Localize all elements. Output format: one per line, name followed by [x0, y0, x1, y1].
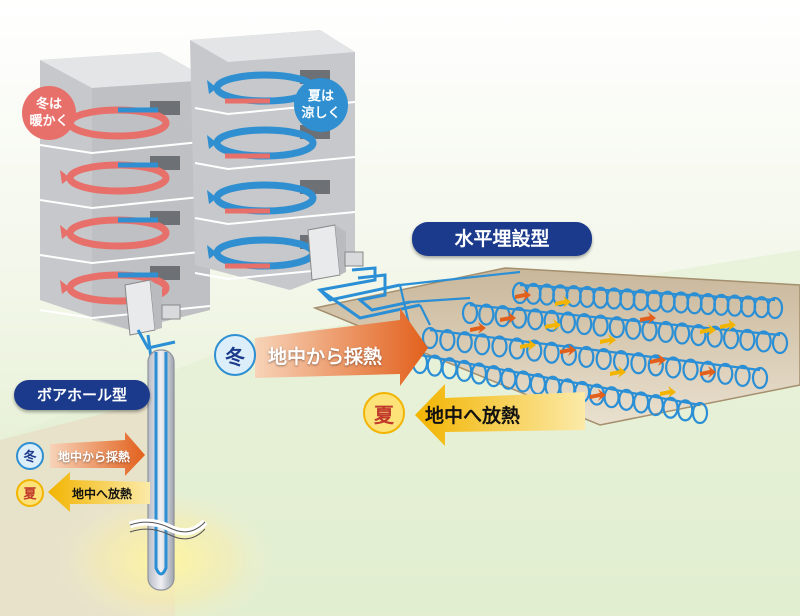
coil-loop	[691, 401, 709, 425]
soil-heat-arrow	[700, 324, 716, 336]
soil-heat-arrow	[520, 339, 536, 351]
coil-loop	[559, 311, 576, 334]
coil-loop	[543, 341, 560, 364]
soil-heat-arrow	[545, 319, 561, 331]
coil-loop	[439, 329, 456, 352]
winter-warm-bubble: 冬は 暖かく	[22, 86, 76, 140]
coil-loop	[527, 308, 544, 331]
summer-bubble-line2: 涼しく	[301, 106, 341, 121]
soil-heat-arrow	[560, 344, 576, 356]
coil-loop	[665, 356, 682, 379]
coil-loop	[630, 352, 647, 375]
borehole-casing	[147, 349, 175, 591]
soil-heat-arrow	[650, 354, 666, 366]
borehole-summer-text: 地中へ放熱	[72, 487, 133, 501]
coil-loop	[526, 339, 543, 362]
coil-loop	[734, 364, 751, 387]
coil-loop	[491, 335, 508, 358]
coil-loop	[682, 358, 699, 381]
coil-loop	[508, 337, 525, 360]
coil-loop	[478, 303, 495, 326]
floor-divider	[194, 156, 356, 171]
coil-loop	[739, 328, 756, 351]
soil-heat-arrow	[600, 334, 616, 346]
summer-arrow-borehole	[48, 472, 150, 512]
airflow-arrowhead	[207, 245, 217, 259]
coil-loop	[766, 296, 784, 320]
summer-cool-bubble: 夏は 涼しく	[294, 78, 348, 132]
soil-heat-arrow	[470, 322, 486, 334]
soil-heat-arrow	[640, 312, 656, 324]
borehole-winter-badge: 冬	[16, 442, 44, 470]
coil-loop	[690, 324, 707, 347]
coil-loop	[461, 301, 479, 325]
borehole-summer-badge: 夏	[16, 479, 44, 507]
soil-heat-arrow	[515, 289, 531, 301]
borehole-type-title: ボアホール型	[14, 380, 150, 410]
coil-loop	[625, 317, 642, 340]
heat-pump-left	[124, 279, 181, 336]
floor-divider	[39, 250, 211, 265]
left-building	[39, 52, 211, 330]
coil-loop	[755, 330, 772, 353]
horizontal-type-title: 水平埋設型	[412, 222, 592, 256]
coil-loop	[674, 322, 691, 345]
coil-loop	[592, 314, 609, 337]
coil-loop	[641, 319, 658, 342]
horizontal-summer-badge: 夏	[363, 392, 405, 434]
coil-loop	[543, 309, 560, 332]
coil-loop	[647, 354, 664, 377]
coil-return-pipe	[519, 283, 776, 302]
soil-heat-arrow	[700, 366, 716, 378]
coil-loop	[578, 345, 595, 369]
winter-arrow-borehole	[50, 432, 145, 476]
coil-loop	[608, 316, 625, 339]
coil-loop	[717, 362, 734, 385]
coil-manifold	[398, 270, 521, 351]
floor-divider	[39, 140, 211, 155]
airflow-arrowhead	[207, 80, 217, 94]
summer-arrow-horizontal	[415, 384, 585, 446]
airflow-arrowhead	[60, 170, 70, 184]
coil-loop	[751, 366, 769, 390]
soil-heat-arrow	[610, 366, 626, 378]
summer-bubble-line1: 夏は	[307, 89, 334, 104]
floor-divider	[194, 211, 356, 226]
horizontal-coil-field	[398, 270, 789, 425]
coil-loop	[474, 333, 491, 356]
airflow-arrowhead	[60, 225, 70, 239]
heat-pump-right	[307, 224, 364, 281]
soil-heat-arrow	[660, 386, 676, 398]
airflow-arrowhead	[207, 135, 217, 149]
coil-loop	[576, 312, 593, 336]
coil-loop	[595, 347, 612, 371]
soil-heat-arrow	[500, 312, 516, 324]
soil-heat-arrow	[720, 319, 736, 331]
winter-bubble-line1: 冬は	[35, 97, 62, 112]
winter-bubble-line2: 暖かく	[29, 114, 69, 129]
coil-loop	[706, 325, 723, 348]
coil-loop	[771, 331, 789, 355]
borehole	[128, 329, 208, 591]
soil-heat-arrow	[590, 389, 606, 401]
soil-heat-arrows	[470, 289, 736, 401]
winter-arrow-horizontal	[255, 308, 428, 386]
floor-divider	[39, 195, 211, 210]
airflow-arrowhead	[60, 280, 70, 294]
airflow-arrowhead	[207, 190, 217, 204]
horizontal-summer-text: 地中へ放熱	[425, 405, 521, 427]
coil-loop	[421, 326, 439, 350]
coil-loop	[657, 320, 674, 344]
horizontal-winter-text: 地中から採熱	[268, 346, 383, 368]
borehole-winter-text: 地中から採熱	[58, 450, 131, 464]
coil-loop	[456, 331, 473, 354]
horizontal-winter-badge: 冬	[214, 334, 256, 376]
soil-heat-arrow	[555, 296, 571, 308]
